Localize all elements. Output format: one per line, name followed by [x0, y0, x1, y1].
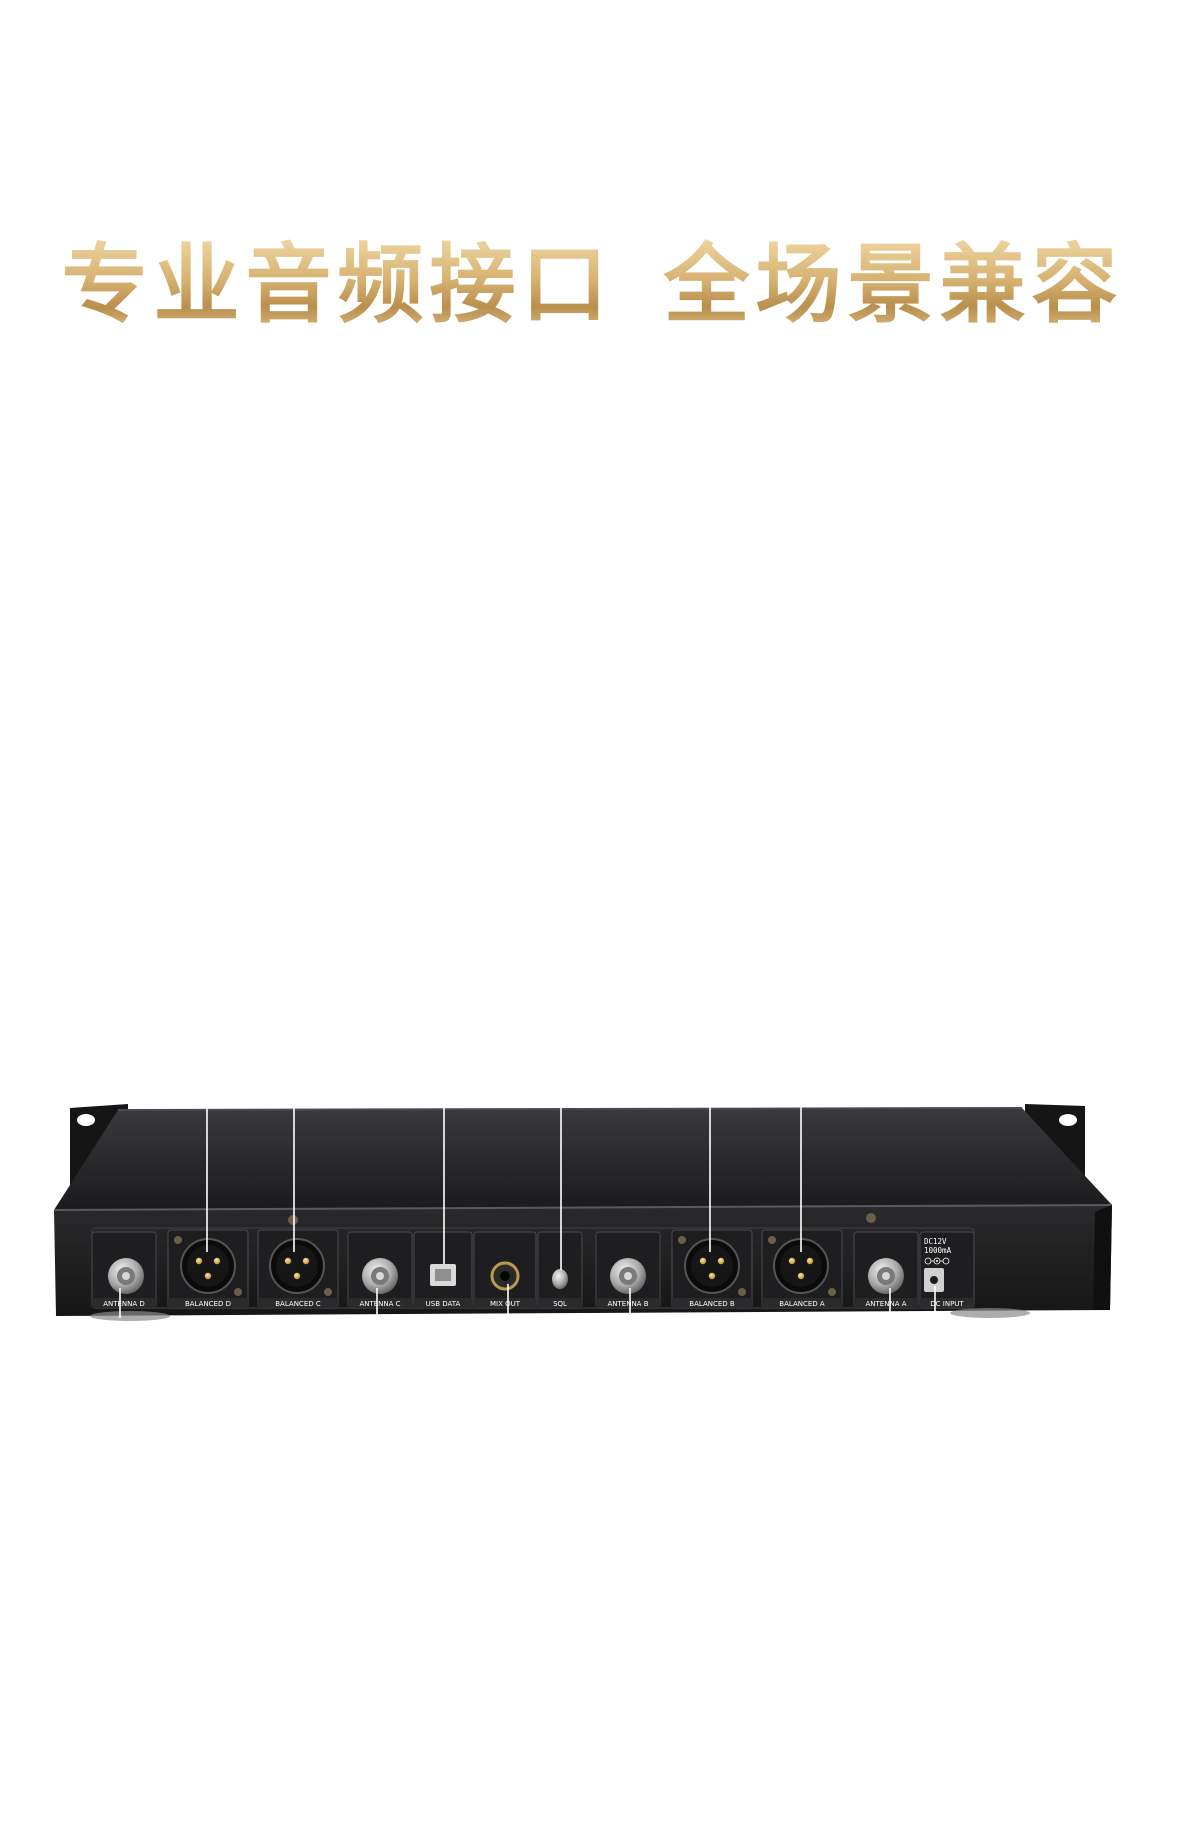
port-antenna-b[interactable]: ANTENNA B [595, 1231, 661, 1309]
port-label: BALANCED A [779, 1300, 825, 1308]
port-balanced-c[interactable]: BALANCED C [257, 1229, 339, 1309]
port-label: ANTENNA C [359, 1300, 400, 1308]
port-label: ANTENNA B [607, 1300, 648, 1308]
sql-knob-icon [552, 1269, 568, 1289]
port-label: BALANCED D [185, 1300, 231, 1308]
dc-current: 1000mA [924, 1246, 952, 1255]
port-sql[interactable]: SQL [537, 1231, 583, 1309]
screw-icon [288, 1215, 298, 1225]
port-antenna-c[interactable]: ANTENNA C [347, 1231, 413, 1309]
chassis-top [54, 1108, 1112, 1210]
port-antenna-d[interactable]: ANTENNA D [91, 1231, 157, 1309]
port-label: ANTENNA A [866, 1300, 907, 1308]
port-dc-input[interactable]: DC12V 1000mA DC INPUT [919, 1231, 975, 1309]
port-label: BALANCED B [689, 1300, 735, 1308]
port-balanced-a[interactable]: BALANCED A [761, 1229, 843, 1309]
port-mix-out[interactable]: MIX OUT [473, 1231, 537, 1309]
port-label: BALANCED C [275, 1300, 321, 1308]
polarity-icon [924, 1257, 950, 1265]
port-balanced-d[interactable]: BALANCED D [167, 1229, 249, 1309]
port-antenna-a[interactable]: ANTENNA A [853, 1231, 919, 1309]
screw-icon [866, 1213, 876, 1223]
port-label: MIX OUT [490, 1300, 521, 1308]
port-label: SQL [553, 1300, 567, 1308]
port-label: DC INPUT [930, 1300, 964, 1308]
port-balanced-b[interactable]: BALANCED B [671, 1229, 753, 1309]
dc-voltage: DC12V [924, 1237, 947, 1246]
port-label: USB DATA [426, 1300, 461, 1308]
leader-lines [119, 1104, 936, 1318]
port-usb-data[interactable]: USB DATA [413, 1231, 473, 1309]
port-label: ANTENNA D [103, 1300, 145, 1308]
